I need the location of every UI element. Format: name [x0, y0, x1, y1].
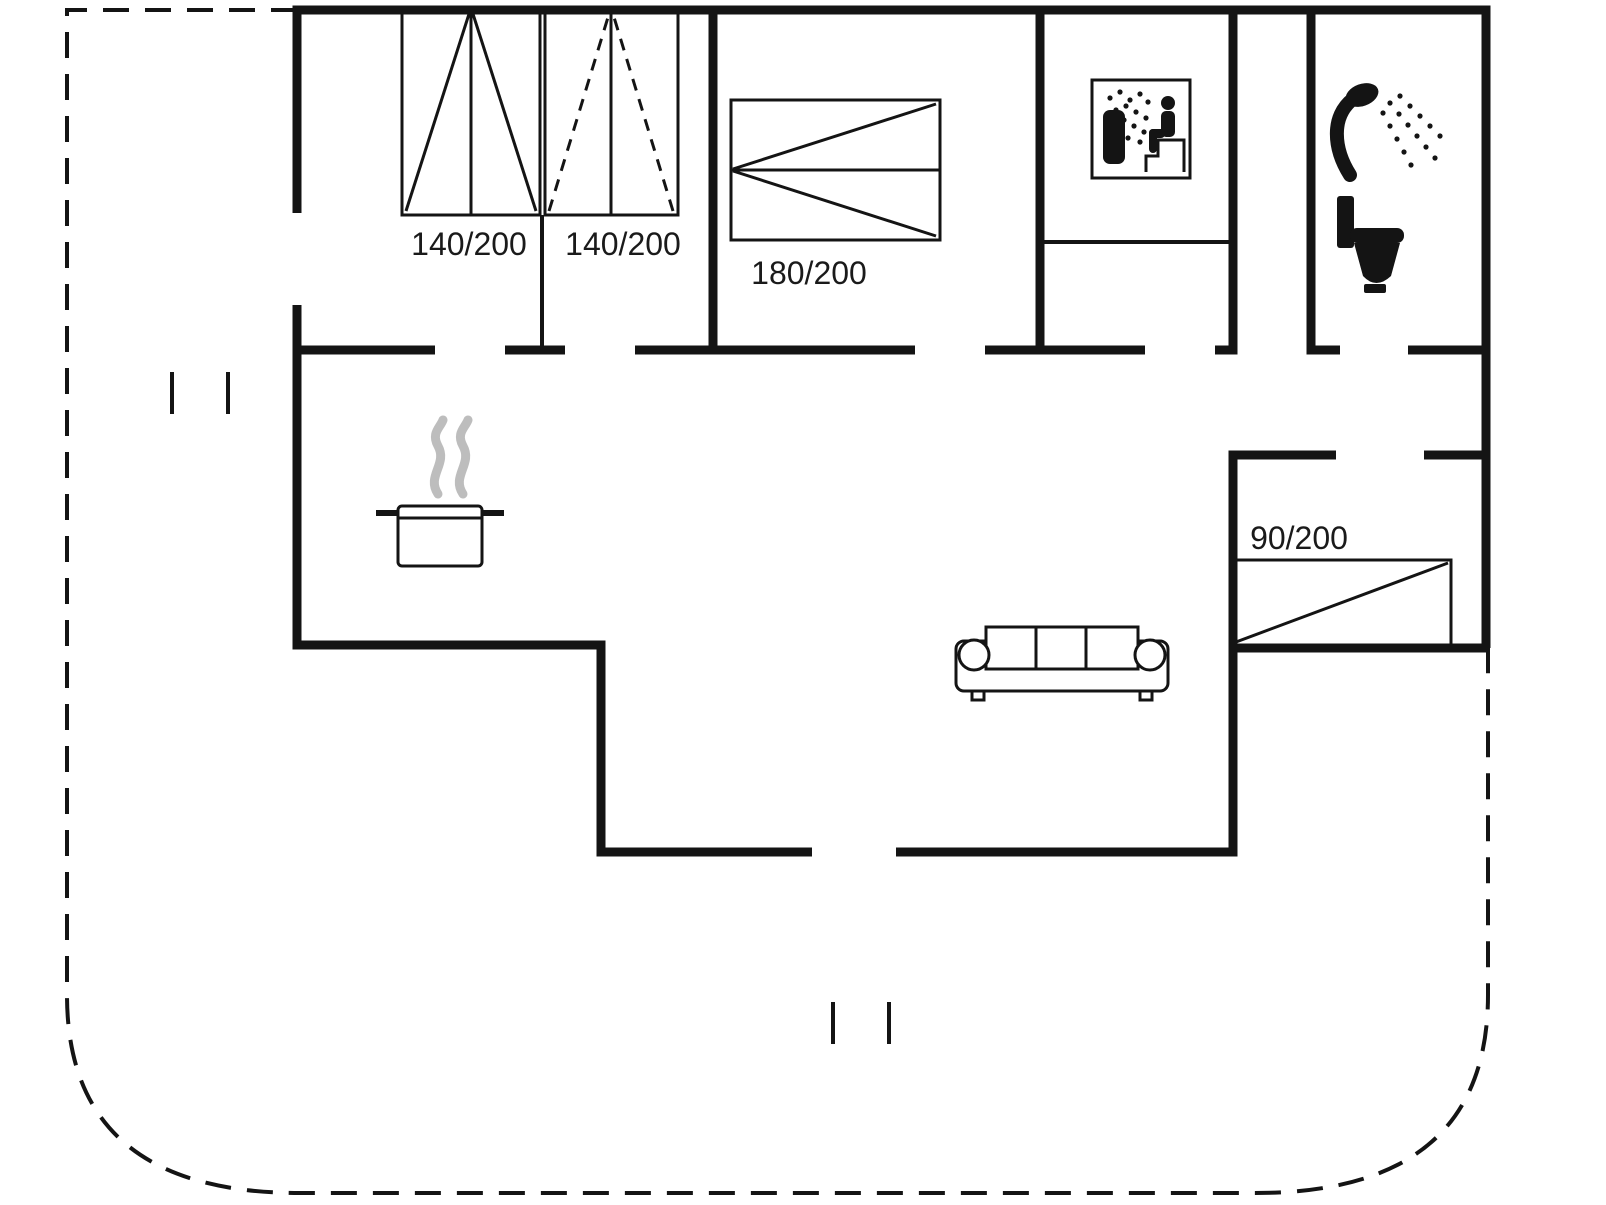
sauna-icon [1090, 78, 1192, 180]
sofa-icon [954, 625, 1170, 702]
terrace-outline [65, 8, 1490, 1195]
bed-label-90: 90/200 [1250, 520, 1348, 556]
toilet-icon [1337, 196, 1404, 293]
interior-walls [292, 5, 1490, 460]
stove-icon [376, 415, 504, 568]
shower-icon [1329, 83, 1443, 182]
bed-label-140-left: 140/200 [411, 226, 527, 262]
bed-label-140-right: 140/200 [565, 226, 681, 262]
bed-label-180: 180/200 [751, 255, 867, 291]
bed-180x200 [729, 98, 942, 242]
bed-90x200 [1231, 558, 1453, 647]
bed-140x200-left [400, 8, 542, 217]
entrance-step-marker-bottom [831, 1002, 891, 1044]
bed-140x200-right [543, 8, 680, 217]
entrance-step-marker-left [170, 372, 230, 414]
